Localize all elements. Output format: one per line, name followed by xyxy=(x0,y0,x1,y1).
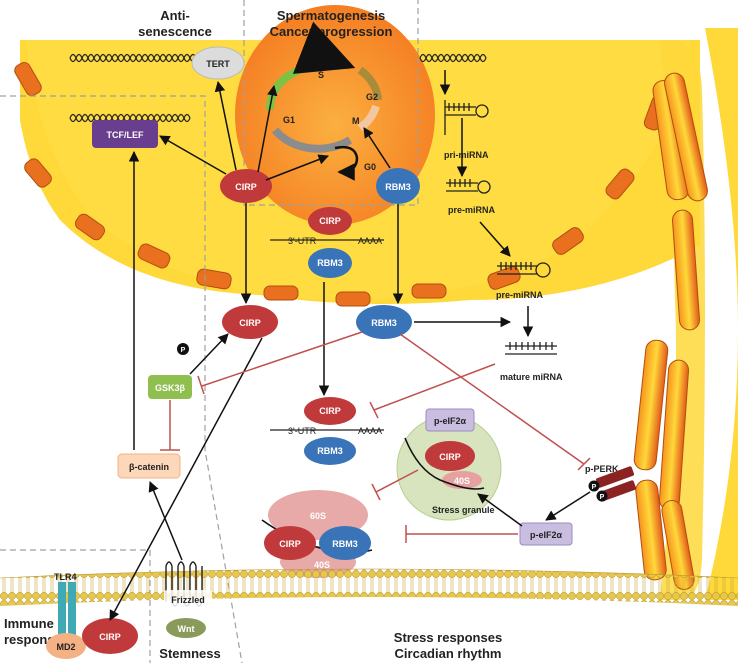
heading-anti-senescence-2: senescence xyxy=(138,24,212,39)
dna-helix-tcf xyxy=(69,113,191,123)
dna-helix-tert xyxy=(69,53,197,63)
heading-stemness: Stemness xyxy=(159,646,220,661)
stress-granule-label: Stress granule xyxy=(432,505,495,515)
beta-catenin-node xyxy=(117,453,181,479)
rbm3-mrna-cytoplasm-label: RBM3 xyxy=(317,446,343,456)
tert-label: TERT xyxy=(206,59,230,69)
cirp-granule xyxy=(425,441,475,471)
cycle-m: M xyxy=(352,116,360,126)
cirp-mrna-nucleus xyxy=(308,207,352,235)
p-eif2a-granule-node xyxy=(425,408,475,432)
ribosome-40s-label: 40S xyxy=(314,560,330,570)
phospho-perk-1: P xyxy=(592,484,597,491)
ribosome-60s-label: 60S xyxy=(310,511,326,521)
inhibition-lines xyxy=(160,331,591,543)
rbm3-mrna-nucleus xyxy=(308,248,352,278)
cirp-extracellular-label: CIRP xyxy=(99,632,121,642)
wnt-node xyxy=(166,618,206,638)
heading-cancer-progression: Cancer progression xyxy=(270,24,393,39)
rbm3-cytoplasm-label: RBM3 xyxy=(371,318,397,328)
rbm3-cytoplasm xyxy=(356,305,412,339)
pri-mirna-label: pri-miRNA xyxy=(444,150,489,160)
cycle-g0: G0 xyxy=(364,162,376,172)
pre-mirna-hairpin-nucleus xyxy=(446,179,491,194)
gsk3b-node xyxy=(148,375,192,399)
beta-catenin-label: β-catenin xyxy=(129,462,169,472)
nuclear-envelope xyxy=(14,61,669,307)
cirp-granule-label: CIRP xyxy=(439,452,461,462)
tcf-lef-label: TCF/LEF xyxy=(107,130,144,140)
wnt-label: Wnt xyxy=(178,624,195,634)
polya-cytoplasm: AAAA xyxy=(358,426,382,436)
cycle-g1: G1 xyxy=(283,115,295,125)
cirp-nucleus xyxy=(220,169,272,203)
rbm3-ribosome xyxy=(319,526,371,560)
pre-mirna-cytoplasm-label: pre-miRNA xyxy=(496,290,544,300)
frizzled-label: Frizzled xyxy=(171,595,205,605)
plasma-membrane-edge xyxy=(0,568,738,579)
p-eif2a-label: p-eIF2α xyxy=(530,530,563,540)
activation-arrows xyxy=(109,70,591,621)
cycle-g2: G2 xyxy=(366,92,378,102)
utr-cytoplasm: 3'-UTR xyxy=(288,426,317,436)
dna-helix-mirna xyxy=(419,53,487,63)
utr-nucleus: 3'-UTR xyxy=(288,236,317,246)
rbm3-nucleus-label: RBM3 xyxy=(385,182,411,192)
granule-mrna xyxy=(404,437,485,490)
cirp-nucleus-label: CIRP xyxy=(235,182,257,192)
region-boundaries xyxy=(0,0,419,663)
frizzled-node xyxy=(164,590,212,608)
pre-mirna-hairpin-cytoplasm xyxy=(497,262,551,278)
cirp-cytoplasm xyxy=(222,305,278,339)
p-perk-label: p-PERK xyxy=(585,464,619,474)
ribosome-40s-granule-label: 40S xyxy=(454,476,470,486)
heading-immune: Immune xyxy=(4,616,54,631)
rbm3-mrna-cytoplasm xyxy=(304,437,356,465)
p-perk-receptor xyxy=(588,466,637,502)
tlr4-receptor-left xyxy=(58,582,66,636)
cirp-mrna-cytoplasm-label: CIRP xyxy=(319,406,341,416)
rbm3-nucleus xyxy=(376,168,420,204)
polya-nucleus: AAAA xyxy=(358,236,382,246)
phospho-gsk-label: P xyxy=(181,347,186,354)
rbm3-mrna-nucleus-label: RBM3 xyxy=(317,258,343,268)
cirp-mrna-cytoplasm xyxy=(304,397,356,425)
cycle-s: S xyxy=(318,70,324,80)
heading-stress-responses: Stress responses xyxy=(394,630,502,645)
md2-label: MD2 xyxy=(56,642,75,652)
tert-node xyxy=(191,46,245,80)
heading-spermatogenesis: Spermatogenesis xyxy=(277,8,385,23)
tcf-lef-node xyxy=(92,120,158,148)
heading-circadian-rhythm: Circadian rhythm xyxy=(395,646,502,661)
rbm3-ribosome-label: RBM3 xyxy=(332,539,358,549)
cirp-cytoplasm-label: CIRP xyxy=(239,318,261,328)
md2-node xyxy=(46,633,86,659)
nucleolus xyxy=(235,5,435,225)
mature-mirna-label: mature miRNA xyxy=(500,372,563,382)
tlr4-label: TLR4 xyxy=(54,572,77,582)
heading-anti-senescence-1: Anti- xyxy=(160,8,190,23)
phospho-perk-2: P xyxy=(600,494,605,501)
pre-mirna-nucleus-label: pre-miRNA xyxy=(448,205,496,215)
cirp-ribosome-label: CIRP xyxy=(279,539,301,549)
endoplasmic-reticulum xyxy=(633,28,738,600)
pri-mirna-hairpin xyxy=(444,100,489,135)
cirp-mrna-nucleus-label: CIRP xyxy=(319,216,341,226)
plasma-membrane xyxy=(0,569,738,606)
mature-mirna xyxy=(505,342,557,355)
tlr4-receptor-right xyxy=(68,582,76,636)
cell-cycle xyxy=(265,21,382,181)
cirp-extracellular xyxy=(82,618,138,654)
phospho-gsk xyxy=(177,343,189,355)
gsk3b-label: GSK3β xyxy=(155,383,186,393)
cirp-ribosome xyxy=(264,526,316,560)
p-eif2a-granule-label: p-eIF2α xyxy=(434,416,467,426)
p-eif2a-node xyxy=(519,522,573,546)
